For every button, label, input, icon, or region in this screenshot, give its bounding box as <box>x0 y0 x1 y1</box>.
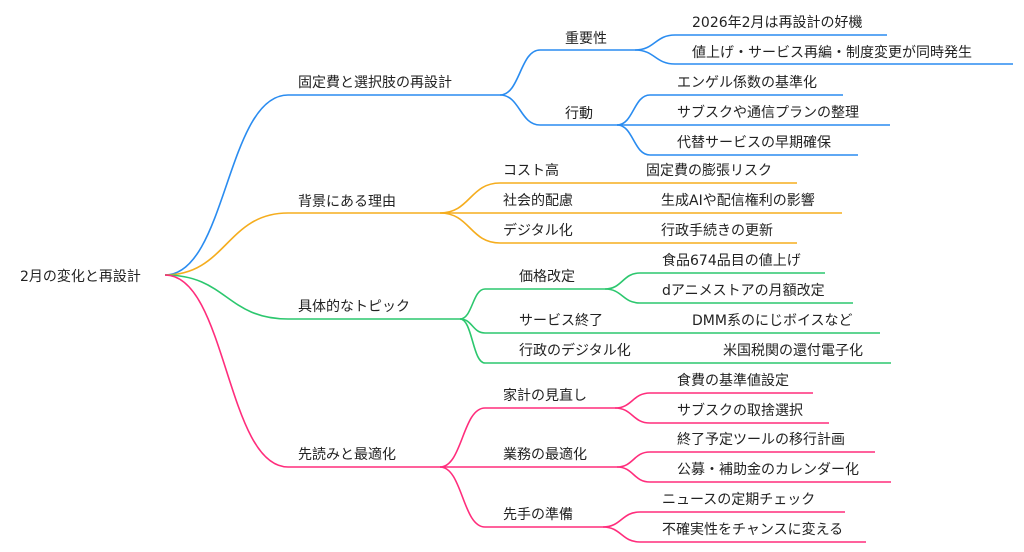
child-node[interactable]: 行動 <box>565 106 593 122</box>
connector-line <box>439 212 797 244</box>
leaf-node[interactable]: サブスクの取捨選択 <box>677 403 803 419</box>
connector-line <box>634 49 1013 65</box>
connector-line <box>439 466 603 528</box>
leaf-node[interactable]: 終了予定ツールの移行計画 <box>677 432 845 448</box>
branch-connectors-blue <box>164 34 1013 276</box>
connector-line <box>616 124 858 156</box>
root-node[interactable]: 2月の変化と再設計 <box>20 269 141 285</box>
leaf-node[interactable]: 食費の基準値設定 <box>677 373 789 389</box>
connector-line <box>616 451 875 468</box>
connector-line <box>499 49 635 96</box>
connector-line <box>164 212 440 276</box>
child-node[interactable]: 重要性 <box>565 31 607 47</box>
connector-line <box>614 407 829 424</box>
leaf-node[interactable]: 生成AIや配信権利の影響 <box>661 193 815 209</box>
connector-line <box>459 318 891 364</box>
branch-node[interactable]: 先読みと最適化 <box>298 447 396 463</box>
connector-line <box>439 182 797 214</box>
connector-line <box>459 288 605 320</box>
connector-line <box>164 274 440 468</box>
connector-line <box>602 526 866 543</box>
child-node[interactable]: 業務の最適化 <box>503 447 587 463</box>
connector-line <box>634 34 887 51</box>
leaf-node[interactable]: 公募・補助金のカレンダー化 <box>677 462 859 478</box>
branch-node[interactable]: 固定費と選択肢の再設計 <box>298 75 452 91</box>
branch-node[interactable]: 背景にある理由 <box>298 194 396 210</box>
leaf-node[interactable]: 不確実性をチャンスに変える <box>662 522 844 538</box>
connector-line <box>499 94 617 126</box>
connector-line <box>602 511 845 528</box>
connector-line <box>616 466 891 483</box>
child-node[interactable]: 行政のデジタル化 <box>519 343 631 359</box>
connector-line <box>164 94 500 276</box>
leaf-node[interactable]: 代替サービスの早期確保 <box>677 135 831 151</box>
child-node[interactable]: 価格改定 <box>519 269 575 285</box>
child-node[interactable]: 社会的配慮 <box>503 193 573 209</box>
branch-connectors-orange <box>164 182 842 276</box>
branch-node[interactable]: 具体的なトピック <box>298 299 410 315</box>
leaf-node[interactable]: サブスクや通信プランの整理 <box>677 105 859 121</box>
leaf-node[interactable]: 固定費の膨張リスク <box>646 163 772 179</box>
connector-line <box>616 94 843 126</box>
connector-line <box>614 392 813 409</box>
connector-line <box>439 407 615 468</box>
leaf-node[interactable]: 行政手続きの更新 <box>661 223 773 239</box>
leaf-node[interactable]: 値上げ・サービス再編・制度変更が同時発生 <box>692 45 972 61</box>
branch-connectors-green <box>164 272 891 364</box>
connector-line <box>604 288 853 304</box>
connector-line <box>604 272 825 290</box>
child-node[interactable]: サービス終了 <box>519 313 603 329</box>
leaf-node[interactable]: ニュースの定期チェック <box>662 492 816 508</box>
child-node[interactable]: コスト高 <box>503 163 559 179</box>
leaf-node[interactable]: 2026年2月は再設計の好機 <box>692 15 863 31</box>
child-node[interactable]: 家計の見直し <box>503 388 587 404</box>
leaf-node[interactable]: 米国税関の還付電子化 <box>723 343 863 359</box>
child-node[interactable]: 先手の準備 <box>503 507 573 523</box>
child-node[interactable]: デジタル化 <box>503 223 573 239</box>
branch-connectors-pink <box>164 274 891 543</box>
connector-line <box>164 274 460 320</box>
leaf-node[interactable]: dアニメストアの月額改定 <box>662 283 825 299</box>
leaf-node[interactable]: 食品674品目の値上げ <box>662 253 801 269</box>
leaf-node[interactable]: DMM系のにじボイスなど <box>692 313 853 329</box>
leaf-node[interactable]: エンゲル係数の基準化 <box>677 75 817 91</box>
